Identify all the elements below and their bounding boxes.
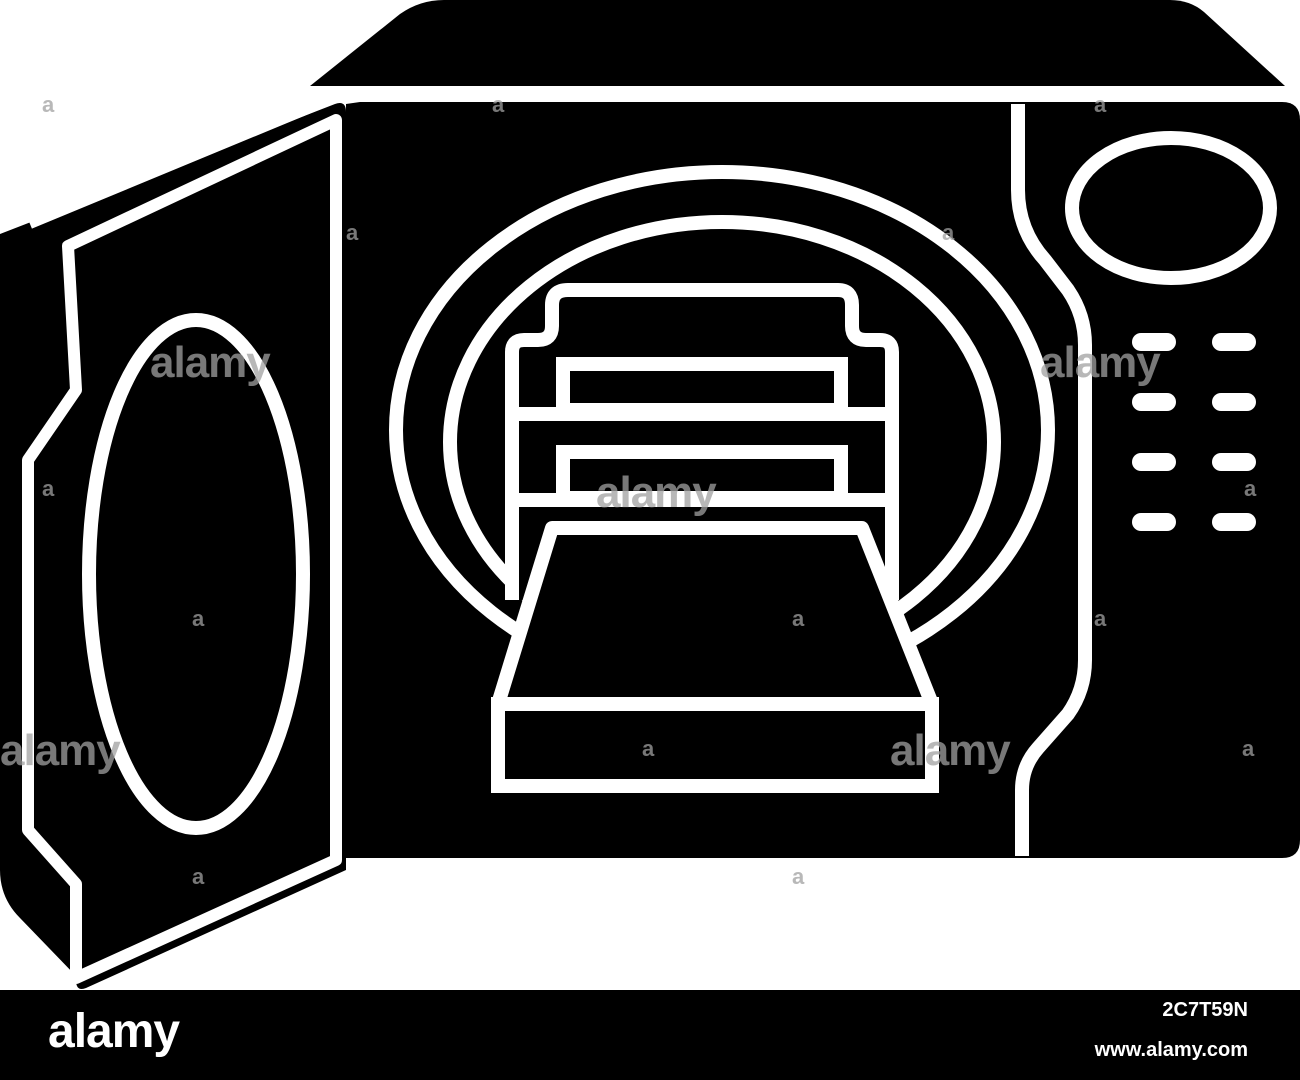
upper-tray <box>556 357 848 417</box>
stock-footer-bar: alamy 2C7T59N www.alamy.com <box>0 990 1300 1080</box>
site-url: www.alamy.com <box>1094 1039 1248 1061</box>
control-button <box>1212 333 1256 351</box>
autoclave-sterilizer-icon <box>0 0 1300 989</box>
door-edge-highlight <box>28 99 322 229</box>
display-window <box>1065 131 1277 285</box>
pulled-tray-front <box>491 697 939 793</box>
pulled-tray-top <box>491 521 939 711</box>
control-panel-divider <box>1011 104 1092 856</box>
control-button <box>1212 393 1256 411</box>
door-frame-line <box>22 114 342 984</box>
middle-tray <box>556 445 848 505</box>
autoclave-top-panel <box>310 0 1285 86</box>
door-hinge-strip <box>346 102 360 858</box>
control-button <box>1212 513 1256 531</box>
image-id: 2C7T59N <box>1162 999 1248 1021</box>
control-buttons-icon <box>1132 333 1256 531</box>
door-window <box>82 313 310 835</box>
control-button <box>1132 513 1176 531</box>
control-button <box>1132 453 1176 471</box>
control-button <box>1212 453 1256 471</box>
brand-logo: alamy <box>48 1005 180 1058</box>
control-button <box>1132 333 1176 351</box>
control-button <box>1132 393 1176 411</box>
